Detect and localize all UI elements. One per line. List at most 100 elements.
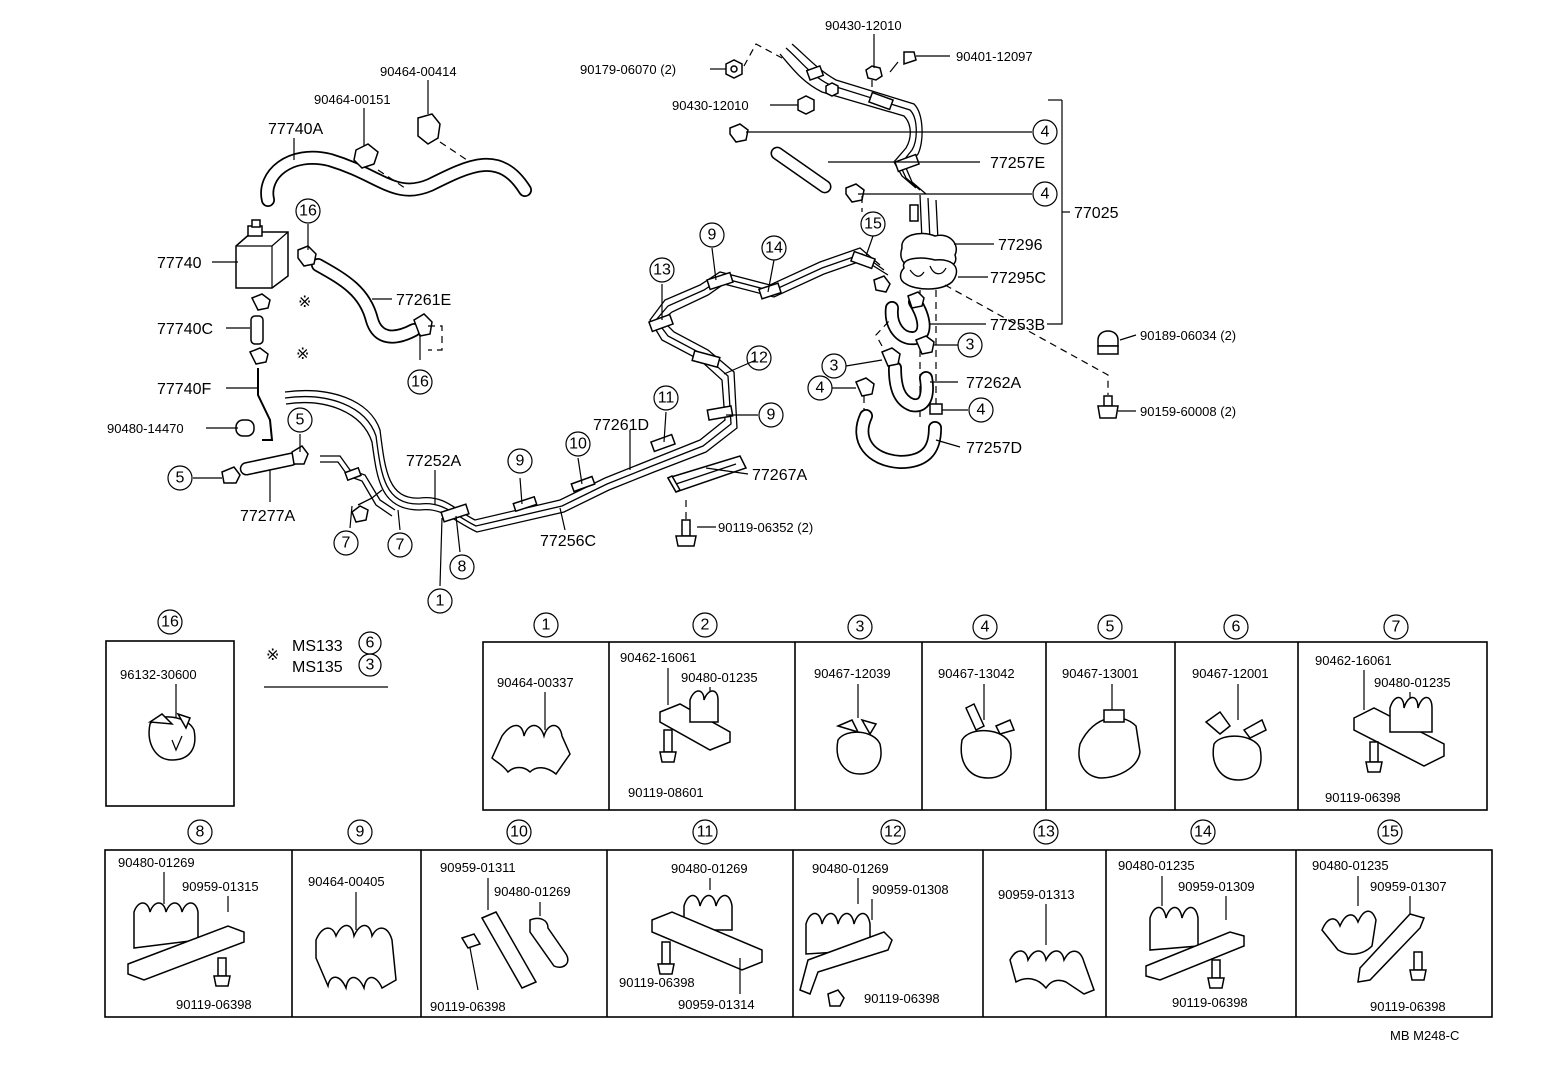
label-90464-00151: 90464-00151	[314, 92, 391, 107]
box9-pn: 90464-00405	[308, 874, 385, 889]
label-90189-06034: 90189-06034 (2)	[1140, 328, 1236, 343]
callout-7: 7	[342, 535, 351, 552]
label-77267A: 77267A	[752, 467, 807, 484]
label-90430-12010-mid: 90430-12010	[672, 98, 749, 113]
box12-pn-c: 90119-06398	[864, 991, 940, 1006]
callout-1: 1	[542, 617, 551, 634]
callout-2: 2	[701, 617, 710, 634]
asterisk-marker: ※	[296, 346, 309, 363]
box5-pn: 90467-13001	[1062, 666, 1139, 681]
box8-pn-a: 90480-01269	[118, 855, 195, 870]
callout-9: 9	[767, 407, 776, 424]
box12-pn-b: 90959-01308	[872, 882, 949, 897]
label-77257E: 77257E	[990, 155, 1045, 172]
label-77262A: 77262A	[966, 375, 1021, 392]
callout-14: 14	[1194, 824, 1212, 841]
label-77025: 77025	[1074, 205, 1119, 222]
box12-pn-a: 90480-01269	[812, 861, 889, 876]
diagram-code: MB M248-C	[1390, 1028, 1459, 1043]
box4-pn: 90467-13042	[938, 666, 1015, 681]
label-77740F: 77740F	[157, 381, 211, 398]
label-77296: 77296	[998, 237, 1043, 254]
box7-pn-c: 90119-06398	[1325, 790, 1401, 805]
label-90119-06352: 90119-06352 (2)	[718, 520, 813, 535]
callout-9: 9	[708, 227, 717, 244]
legend: ※ MS133 6 MS135 3	[264, 631, 388, 688]
callout-5: 5	[296, 412, 305, 429]
label-90179-06070: 90179-06070 (2)	[580, 62, 676, 77]
box15-pn-b: 90959-01307	[1370, 879, 1447, 894]
label-77252A: 77252A	[406, 453, 461, 470]
label-90464-00414: 90464-00414	[380, 64, 457, 79]
box11-pn-c: 90959-01314	[678, 997, 755, 1012]
legend-ms135-ref: 3	[366, 657, 375, 674]
reservoir-assembly	[221, 113, 532, 484]
detail-box-16: 16 96132-30600	[105, 609, 235, 807]
legend-asterisk: ※	[266, 647, 279, 664]
box10-pn-a: 90959-01311	[440, 860, 516, 875]
box10-pn-b: 90480-01269	[494, 884, 571, 899]
callout-16: 16	[299, 203, 317, 220]
part-labels: 77740A 90464-00151 90464-00414 77740 772…	[107, 18, 1236, 550]
label-77740C: 77740C	[157, 321, 213, 338]
callout-5: 5	[1106, 619, 1115, 636]
callout-3: 3	[830, 358, 839, 375]
label-77257D: 77257D	[966, 440, 1022, 457]
label-77261E: 77261E	[396, 292, 451, 309]
box14-pn-c: 90119-06398	[1172, 995, 1248, 1010]
detail-row-2: 8 90480-01269 90959-01315 90119-06398 9 …	[104, 819, 1493, 1018]
box15-pn-a: 90480-01235	[1312, 858, 1389, 873]
brake-tube-bundle	[284, 247, 891, 547]
box7-pn-a: 90462-16061	[1315, 653, 1392, 668]
callout-15: 15	[864, 216, 882, 233]
callout-13: 13	[1037, 824, 1055, 841]
callout-3: 3	[966, 337, 975, 354]
label-77256C: 77256C	[540, 533, 596, 550]
box1-pn: 90464-00337	[497, 675, 574, 690]
label-90430-12010-top: 90430-12010	[825, 18, 902, 33]
callout-4: 4	[977, 402, 986, 419]
label-90159-60008: 90159-60008 (2)	[1140, 404, 1236, 419]
box8-pn-c: 90119-06398	[176, 997, 252, 1012]
callout-16: 16	[161, 614, 179, 631]
box15-pn-c: 90119-06398	[1370, 999, 1446, 1014]
callout-11: 11	[697, 824, 714, 841]
box6-pn: 90467-12001	[1192, 666, 1269, 681]
callout-9: 9	[356, 824, 365, 841]
label-90480-14470: 90480-14470	[107, 421, 184, 436]
callout-4: 4	[816, 380, 825, 397]
callout-12: 12	[750, 350, 768, 367]
callout-16: 16	[411, 374, 429, 391]
asterisk-marker: ※	[298, 294, 311, 311]
legend-ms133: MS133	[292, 638, 343, 655]
callout-9: 9	[516, 453, 525, 470]
legend-ms133-ref: 6	[366, 635, 375, 652]
box10-pn-c: 90119-06398	[430, 999, 506, 1014]
callout-7: 7	[396, 537, 405, 554]
label-77295C: 77295C	[990, 270, 1046, 287]
callout-7: 7	[1392, 619, 1401, 636]
box11-pn-b: 90119-06398	[619, 975, 695, 990]
box2-pn-a: 90462-16061	[620, 650, 697, 665]
callout-5: 5	[176, 470, 185, 487]
callout-3: 3	[856, 619, 865, 636]
callout-1: 1	[436, 593, 445, 610]
label-77740: 77740	[157, 255, 202, 272]
label-77740A: 77740A	[268, 121, 323, 138]
box3-pn: 90467-12039	[814, 666, 891, 681]
callout-8: 8	[196, 824, 205, 841]
callout-14: 14	[765, 240, 783, 257]
box11-pn-a: 90480-01269	[671, 861, 748, 876]
callout-6: 6	[1232, 619, 1241, 636]
leader-lines	[193, 34, 1137, 587]
callout-10: 10	[569, 436, 587, 453]
box16-pn: 96132-30600	[120, 667, 197, 682]
actuator-assembly	[725, 43, 1119, 470]
callout-4: 4	[1041, 124, 1050, 141]
callouts: 16 16 5 5 7 7 8 1 9 10 11 9 12 13 9 14 1…	[167, 119, 1058, 614]
label-90401-12097: 90401-12097	[956, 49, 1033, 64]
callout-4: 4	[981, 619, 990, 636]
callout-10: 10	[510, 824, 528, 841]
detail-row-1: 1 90464-00337 2 90462-16061 90480-01235 …	[482, 612, 1488, 811]
box7-pn-b: 90480-01235	[1374, 675, 1451, 690]
